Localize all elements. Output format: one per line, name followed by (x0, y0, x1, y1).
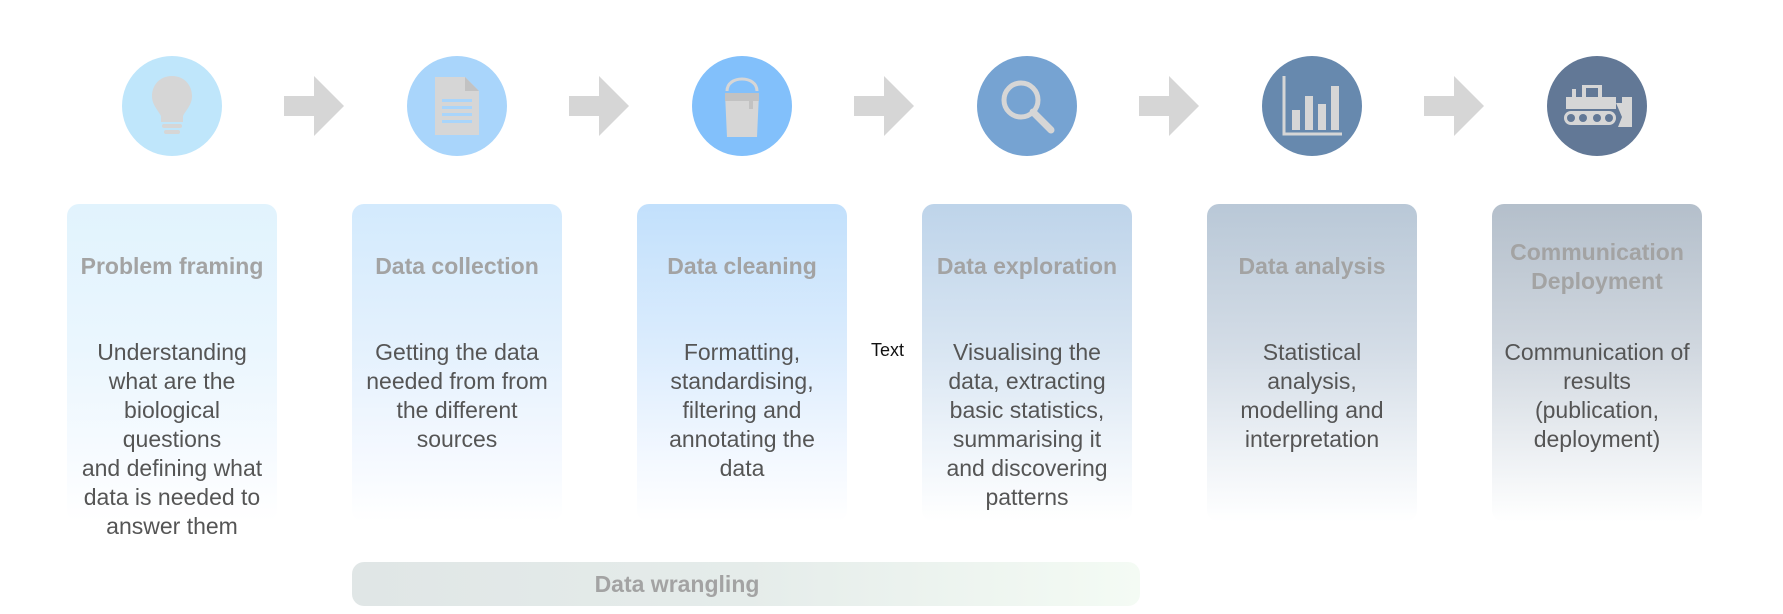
stage-description: Visualising the data, extracting basic s… (946, 339, 1108, 510)
stage-description: Communication of results (publication, d… (1504, 339, 1690, 452)
magnifier-icon (1001, 80, 1055, 134)
circle-problem-framing (122, 56, 222, 156)
arrow-right-icon (284, 76, 344, 136)
stage-card-data-collection: Data collection Getting the data needed … (352, 204, 562, 522)
stage-description: Formatting, standardising, filtering and… (669, 339, 815, 481)
stray-text-label: Text (871, 340, 905, 360)
data-wrangling-bar: Data wrangling (352, 562, 1140, 606)
stage-card-data-exploration: Data exploration Visualising the data, e… (922, 204, 1132, 522)
paint-bucket-icon (725, 77, 759, 137)
stage-description: Getting the data needed from from the di… (366, 339, 548, 452)
circle-data-analysis (1262, 56, 1362, 156)
stage-card-communication-deployment: Communication Deployment Communication o… (1492, 204, 1702, 522)
stage-title: Communication Deployment (1510, 239, 1684, 294)
circle-communication-deployment (1547, 56, 1647, 156)
bar-chart-icon (1282, 76, 1342, 136)
stage-card-data-analysis: Data analysis Statistical analysis, mode… (1207, 204, 1417, 522)
lightbulb-icon (152, 76, 192, 134)
stage-description: Understanding what are the biological qu… (81, 339, 263, 539)
stage-title: Data collection (375, 253, 539, 279)
arrow-right-icon (854, 76, 914, 136)
bulldozer-icon (1564, 85, 1632, 127)
stage-description: Statistical analysis, modelling and inte… (1240, 339, 1384, 452)
data-wrangling-label: Data wrangling (594, 570, 760, 597)
stage-title: Data exploration (936, 253, 1118, 279)
stage-title: Data analysis (1238, 253, 1386, 279)
stage-card-problem-framing: Problem framing Understanding what are t… (67, 204, 277, 539)
arrow-right-icon (1139, 76, 1199, 136)
document-icon (435, 77, 479, 135)
stage-card-data-cleaning: Data cleaning Formatting, standardising,… (637, 204, 847, 522)
arrow-right-icon (569, 76, 629, 136)
stage-title: Data cleaning (667, 253, 817, 279)
stage-title: Problem framing (80, 253, 264, 279)
arrow-right-icon (1424, 76, 1484, 136)
circle-data-exploration (977, 56, 1077, 156)
circle-data-collection (407, 56, 507, 156)
circle-data-cleaning (692, 56, 792, 156)
